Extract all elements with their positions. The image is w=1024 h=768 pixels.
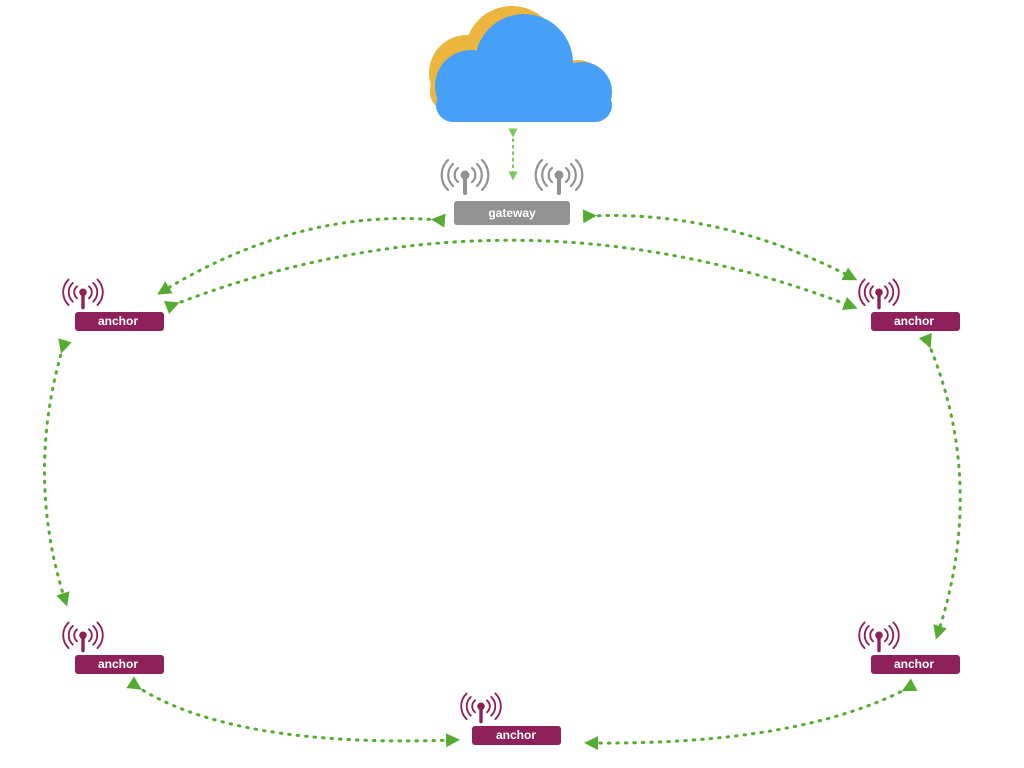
- anchor-node-bottom-center: anchor: [459, 691, 561, 745]
- anchor-label: anchor: [98, 657, 138, 671]
- anchor-node-top-right: anchor: [857, 277, 960, 331]
- cloud-icon: [429, 6, 612, 122]
- anchor-box: [871, 655, 960, 674]
- anchor-node-bottom-left: anchor: [61, 620, 164, 674]
- link-gateway-anchor-top-right: [582, 209, 858, 281]
- gateway-antenna-left-icon: [439, 158, 491, 195]
- anchor-label: anchor: [98, 314, 138, 328]
- gateway-node: gateway: [439, 158, 585, 225]
- anchor-box: [75, 312, 164, 331]
- anchor-box: [472, 726, 561, 745]
- anchor-box: [871, 312, 960, 331]
- gateway-label: gateway: [488, 206, 536, 220]
- link-anchor-top-left-anchor-bottom-left: [43, 338, 72, 607]
- anchor-antenna-icon: [61, 620, 105, 653]
- anchor-label: anchor: [894, 657, 934, 671]
- anchor-node-bottom-right: anchor: [857, 620, 960, 674]
- anchor-box: [75, 655, 164, 674]
- links-layer: [43, 128, 962, 751]
- gateway-box: [454, 201, 570, 225]
- link-anchor-bottom-left-anchor-bottom-center: [126, 676, 460, 748]
- cloud-front-shape: [435, 14, 612, 122]
- link-anchor-top-right-anchor-bottom-right: [918, 332, 962, 640]
- anchor-label: anchor: [496, 728, 536, 742]
- link-anchor-bottom-right-anchor-bottom-center: [584, 678, 918, 751]
- anchor-node-top-left: anchor: [61, 277, 164, 331]
- anchor-antenna-icon: [61, 277, 105, 310]
- link-gateway-anchor-top-left: [157, 213, 446, 295]
- link-anchor-top-left-anchor-top-right: [163, 238, 858, 315]
- anchor-antenna-icon: [459, 691, 503, 724]
- anchor-antenna-icon: [857, 277, 901, 310]
- anchor-label: anchor: [894, 314, 934, 328]
- anchor-antenna-icon: [857, 620, 901, 653]
- gateway-antenna-right-icon: [533, 158, 585, 195]
